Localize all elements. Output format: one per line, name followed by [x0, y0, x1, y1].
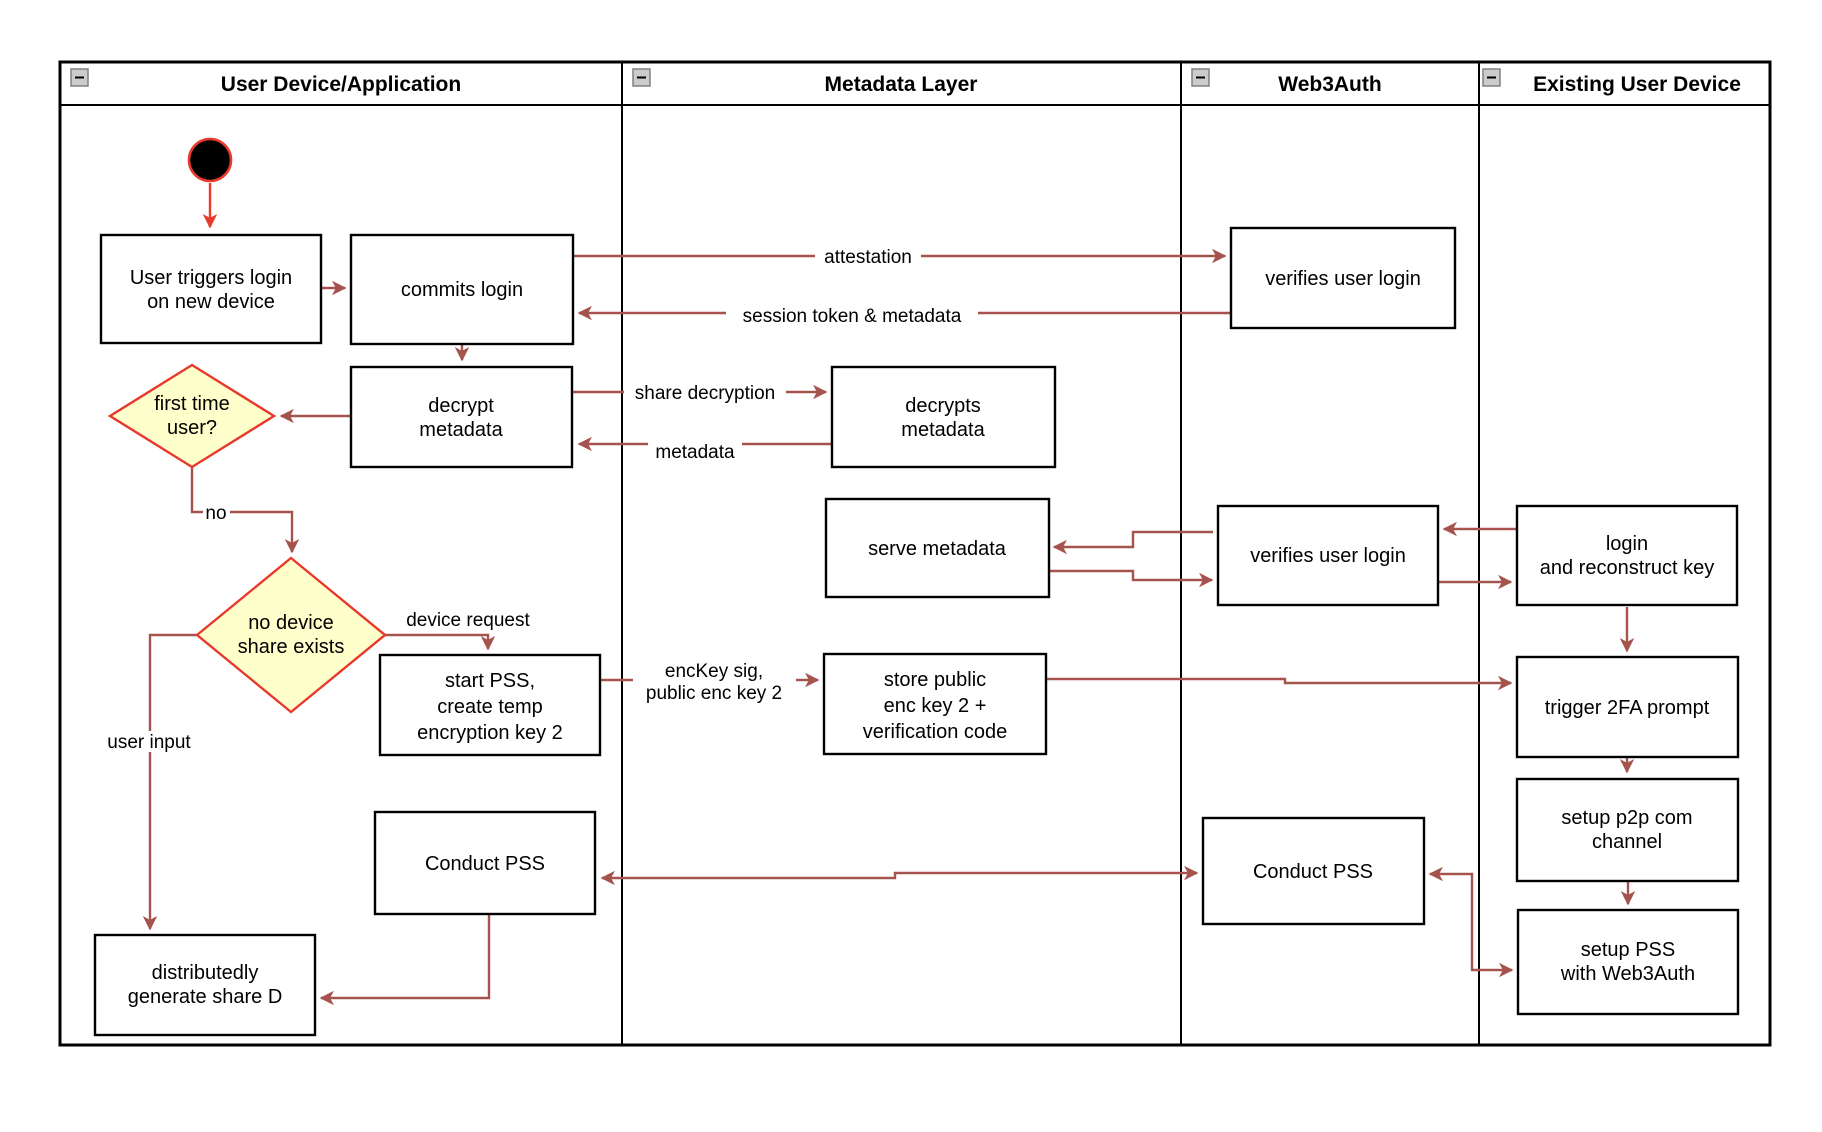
node-label: distributedly	[152, 962, 259, 984]
node-label: User triggers login	[130, 267, 292, 289]
decision-label: share exists	[238, 636, 345, 658]
node-label: create temp	[437, 696, 543, 718]
node-label: metadata	[901, 419, 985, 441]
edge-setuppss-conduct-link	[1428, 866, 1514, 978]
edge-conduct-pss-link	[600, 865, 1199, 886]
edge-label-user-input: user input	[107, 732, 191, 753]
label-bg	[648, 440, 742, 462]
edge-label-attestation: attestation	[824, 247, 912, 268]
node-label: verification code	[863, 721, 1008, 743]
label-bg	[203, 502, 230, 523]
node-setup-p2p-com-channel[interactable]: setup p2p com channel	[1515, 777, 1740, 883]
label-bg	[726, 303, 978, 327]
node-label: metadata	[419, 419, 503, 441]
node-label: setup PSS	[1581, 939, 1676, 961]
node-store-public-enc-key[interactable]: store public enc key 2 + verification co…	[822, 652, 1048, 756]
edge-label-session-token: session token & metadata	[743, 306, 962, 327]
edge-store-to-2fa	[1046, 675, 1513, 691]
node-label: decrypts	[905, 395, 981, 417]
node-label: and reconstruct key	[1540, 557, 1715, 579]
pool-border	[58, 60, 1772, 1047]
lane-title: Metadata Layer	[825, 73, 978, 96]
node-conduct-pss-left[interactable]: Conduct PSS	[373, 810, 597, 916]
node-label: Conduct PSS	[1253, 861, 1373, 883]
lane-header-metadata-layer: Metadata Layer	[632, 68, 978, 96]
collapse-minus-icon[interactable]	[70, 68, 89, 87]
node-serve-metadata[interactable]: serve metadata	[824, 497, 1051, 599]
collapse-minus-icon[interactable]	[1191, 68, 1210, 87]
edge-label-metadata: metadata	[655, 442, 735, 463]
node-label: channel	[1592, 831, 1662, 853]
edge-label-device-request: device request	[406, 610, 530, 631]
node-label: trigger 2FA prompt	[1545, 697, 1710, 719]
edge-label-no: no	[205, 503, 226, 524]
node-label: encryption key 2	[417, 722, 563, 744]
edge-user-input	[142, 633, 197, 931]
edge-no-branch	[190, 467, 300, 554]
label-bg	[97, 731, 201, 752]
node-label: generate share D	[128, 986, 283, 1008]
node-label: Conduct PSS	[425, 853, 545, 875]
node-label: decrypt	[428, 395, 494, 417]
node-label: serve metadata	[868, 538, 1007, 560]
node-start-pss[interactable]: start PSS, create temp encryption key 2	[378, 653, 602, 757]
node-label: enc key 2 +	[884, 695, 987, 717]
collapse-minus-icon[interactable]	[632, 68, 651, 87]
node-conduct-pss-right[interactable]: Conduct PSS	[1201, 816, 1426, 926]
node-user-triggers-login[interactable]: User triggers login on new device	[99, 233, 323, 345]
node-trigger-2fa-prompt[interactable]: trigger 2FA prompt	[1515, 655, 1740, 759]
node-label: start PSS,	[445, 670, 535, 692]
node-label: with Web3Auth	[1560, 963, 1695, 985]
lane-header-user-device: User Device/Application	[70, 68, 461, 96]
label-bg	[633, 659, 796, 704]
node-label: setup p2p com	[1561, 807, 1692, 829]
edge-device-request	[385, 633, 496, 651]
collapse-minus-icon[interactable]	[1482, 68, 1501, 87]
node-verifies-user-login-2[interactable]: verifies user login	[1216, 504, 1440, 607]
edge-label-enckey-line2: public enc key 2	[646, 683, 782, 704]
node-label: on new device	[147, 291, 275, 313]
node-label: verifies user login	[1265, 268, 1421, 290]
node-distributedly-generate-share-d[interactable]: distributedly generate share D	[93, 933, 317, 1037]
node-label: login	[1606, 533, 1648, 555]
node-verifies-user-login-1[interactable]: verifies user login	[1229, 226, 1457, 330]
decision-first-time-user[interactable]: first time user?	[107, 363, 277, 469]
edge-conduct-to-distributedly	[319, 914, 491, 1006]
decision-label: no device	[248, 612, 334, 634]
lane-title: Existing User Device	[1533, 73, 1741, 96]
start-node[interactable]	[187, 137, 233, 183]
edge-serve-to-verifies2	[1049, 569, 1214, 588]
decision-label: user?	[167, 417, 217, 439]
edge-verifies2-to-serve	[1052, 530, 1213, 555]
node-label: store public	[884, 669, 986, 691]
node-login-and-reconstruct-key[interactable]: login and reconstruct key	[1515, 504, 1739, 607]
label-bg	[624, 381, 786, 403]
lane-header-existing-user-device: Existing User Device	[1482, 68, 1741, 96]
lane-title: User Device/Application	[221, 73, 461, 96]
node-decrypt-metadata[interactable]: decrypt metadata	[349, 365, 574, 469]
node-label: commits login	[401, 279, 523, 301]
decision-no-device-share-exists[interactable]: no device share exists	[195, 556, 387, 714]
decision-label: first time	[154, 393, 230, 415]
node-setup-pss-with-web3auth[interactable]: setup PSS with Web3Auth	[1516, 908, 1740, 1016]
lane-title: Web3Auth	[1278, 73, 1381, 96]
edge-labels: attestation session token & metadata sha…	[97, 245, 978, 753]
node-decrypts-metadata[interactable]: decrypts metadata	[830, 365, 1057, 469]
label-bg	[815, 245, 921, 267]
edge-label-enckey-line1: encKey sig,	[665, 661, 763, 682]
lane-header-web3auth: Web3Auth	[1191, 68, 1382, 96]
edge-label-share-decryption: share decryption	[635, 383, 775, 404]
node-commits-login[interactable]: commits login	[349, 233, 575, 346]
node-label: verifies user login	[1250, 545, 1406, 567]
